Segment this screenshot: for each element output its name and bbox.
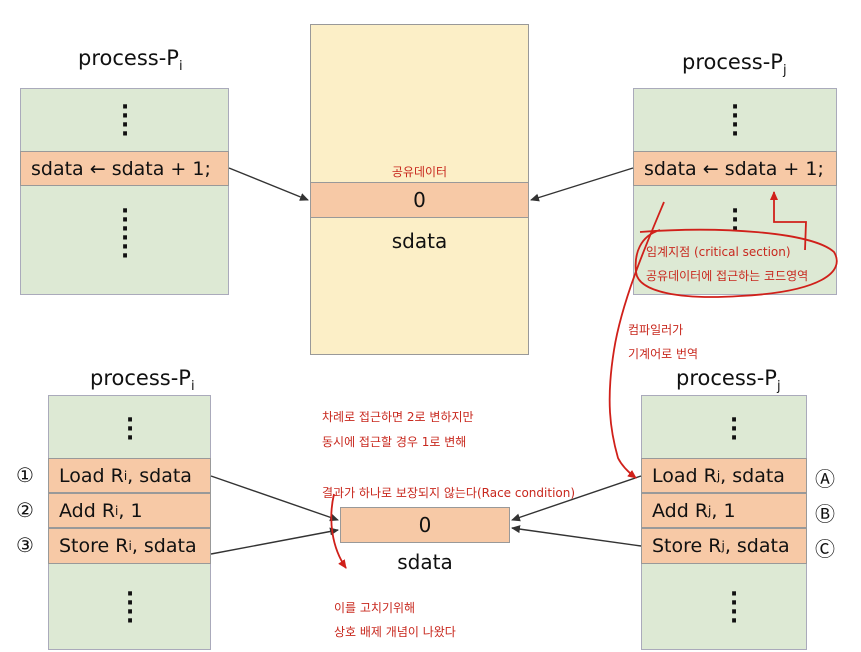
top-left-dots-upper: ···· — [120, 95, 130, 147]
marker-step-c: Ⓒ — [815, 537, 835, 561]
note-compiler: 컴파일러가 기계어로 번역 — [628, 323, 699, 361]
marker-step-2: ② — [16, 498, 34, 522]
top-left-statement: sdata ← sdata + 1; — [20, 151, 229, 186]
top-right-process-title: process-Pj — [682, 50, 787, 79]
marker-step-3: ③ — [16, 533, 34, 557]
arrow-right-to-shared — [530, 167, 634, 202]
red-hook-arrow — [770, 191, 807, 251]
red-ellipse-critical — [634, 228, 838, 298]
top-left-dots-lower: ······ — [120, 199, 130, 269]
bottom-left-dots-upper: ··· — [125, 408, 135, 451]
note-critical-section: 임계지점 (critical section) 공유데이터에 접근하는 코드영역 — [646, 245, 809, 283]
top-right-statement: sdata ← sdata + 1; — [633, 151, 837, 186]
arrow-store-right — [511, 525, 642, 547]
shared-data-name: sdata — [391, 229, 448, 253]
red-curve-race — [330, 493, 347, 569]
top-right-dots-lower: ··· — [730, 199, 740, 242]
shared-data-label: 공유데이터 — [391, 164, 448, 179]
shared-data-value: 0 — [310, 182, 529, 218]
note-race-condition: 차례로 접근하면 2로 변하지만 동시에 접근할 경우 1로 변해 결과가 하나… — [322, 410, 576, 500]
arrow-load-right — [511, 475, 642, 522]
note-mutual-exclusion: 이를 고치기위해 상호 배제 개념이 나왔다 — [334, 601, 456, 639]
bottom-right-dots-lower: ···· — [729, 582, 739, 634]
bottom-right-process-title: process-Pj — [676, 366, 781, 395]
bottom-left-process-title: process-Pi — [90, 366, 195, 395]
marker-step-a: Ⓐ — [815, 467, 835, 491]
arrow-load-left — [210, 475, 339, 522]
marker-step-b: Ⓑ — [815, 502, 835, 526]
top-right-dots-upper: ···· — [730, 95, 740, 147]
bottom-shared-data-name: sdata — [397, 550, 453, 574]
top-left-process-title: process-Pi — [78, 46, 183, 75]
arrow-store-left — [210, 527, 339, 555]
bottom-shared-data-value: 0 — [340, 507, 510, 543]
marker-step-1: ① — [16, 463, 34, 487]
top-left-process-box — [20, 88, 229, 295]
red-curve-compiler — [608, 201, 665, 479]
arrow-left-to-shared — [228, 167, 309, 201]
bottom-left-dots-lower: ···· — [125, 582, 135, 634]
bottom-right-dots-upper: ··· — [729, 408, 739, 451]
top-right-process-box — [633, 88, 837, 295]
